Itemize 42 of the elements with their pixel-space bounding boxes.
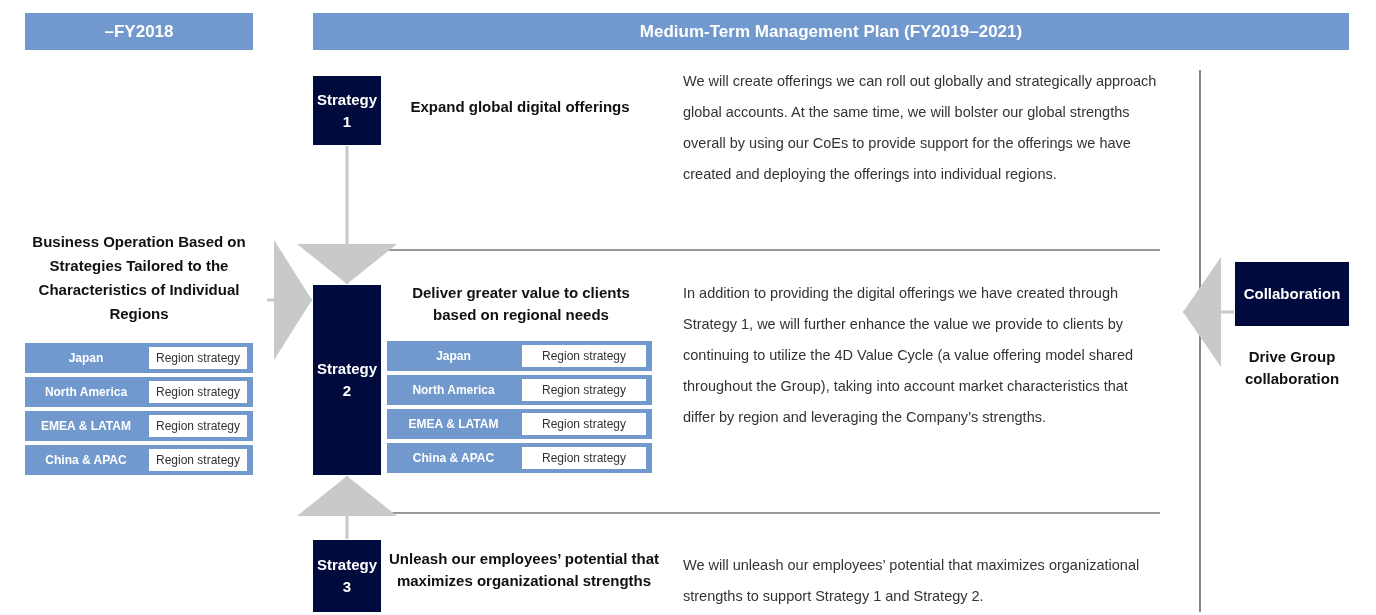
region-name: Japan bbox=[67, 351, 105, 365]
region-strategy-tag: Region strategy bbox=[149, 381, 247, 403]
header-band: –FY2018 bbox=[25, 13, 253, 50]
strategy-title: Expand global digital offerings bbox=[409, 97, 631, 117]
strategy-title: Deliver greater value to clients based on regional needs bbox=[411, 283, 631, 325]
region-name: Japan bbox=[435, 349, 472, 363]
region-bar bbox=[25, 445, 253, 475]
description-paragraph: In addition to providing the digital offerings we have created through Strategy 1, we will further enhance the value we provide to clients by continuing to utilize the 4D Value Cycle (a value offering model shared throughout the Group), taking into account market characteristics that differ by region and leveraging the Company’s strengths. bbox=[683, 284, 1135, 427]
region-bar bbox=[25, 377, 253, 407]
header-band: Medium-Term Management Plan (FY2019–2021) bbox=[313, 13, 1349, 50]
region-strategy-tag: Region strategy bbox=[522, 447, 646, 469]
region-name: China & APAC bbox=[44, 453, 128, 467]
region-strategy-tag: Region strategy bbox=[149, 415, 247, 437]
region-name: EMEA & LATAM bbox=[407, 417, 500, 431]
region-strategy-tag: Region strategy bbox=[149, 347, 247, 369]
region-name: North America bbox=[411, 383, 496, 397]
chevron-arrow bbox=[267, 240, 312, 360]
region-bar bbox=[387, 341, 652, 371]
region-strategy-tag: Region strategy bbox=[522, 345, 646, 367]
region-bar bbox=[387, 375, 652, 405]
chevron-arrow bbox=[1183, 257, 1234, 367]
strategy-box: Strategy 1 bbox=[313, 76, 381, 145]
description-paragraph: We will unleash our employees’ potential that maximizes organizational strengths to support Strategy 1 and Strategy 2. bbox=[683, 556, 1141, 606]
heading-text: Business Operation Based on Strategies Tailored to the Characteristics of Individual Regions bbox=[12, 228, 266, 328]
region-name: North America bbox=[43, 385, 129, 399]
chevron-arrow bbox=[297, 476, 397, 539]
strategy-box: Strategy 3 bbox=[313, 540, 381, 612]
description-paragraph: We will create offerings we can roll out globally and strategically approach global accounts. At the same time, we will bolster our global strengths overall by using our CoEs to provide support for the offerings we have created and deploying the offerings into individual regions. bbox=[683, 72, 1158, 184]
collaboration-text: Drive Group collaboration bbox=[1243, 347, 1341, 389]
region-strategy-tag: Region strategy bbox=[522, 379, 646, 401]
region-bar bbox=[387, 409, 652, 439]
chevron-arrow bbox=[297, 146, 397, 284]
strategy-box: Strategy 2 bbox=[313, 285, 381, 475]
strategy-title: Unleash our employees’ potential that maximizes organizational strengths bbox=[387, 549, 661, 591]
region-name: China & APAC bbox=[411, 451, 496, 465]
region-strategy-tag: Region strategy bbox=[149, 449, 247, 471]
region-bar bbox=[25, 343, 253, 373]
region-bar bbox=[387, 443, 652, 473]
region-strategy-tag: Region strategy bbox=[522, 413, 646, 435]
region-name: EMEA & LATAM bbox=[40, 419, 132, 433]
collaboration-box: Collaboration bbox=[1235, 262, 1349, 326]
region-bar bbox=[25, 411, 253, 441]
